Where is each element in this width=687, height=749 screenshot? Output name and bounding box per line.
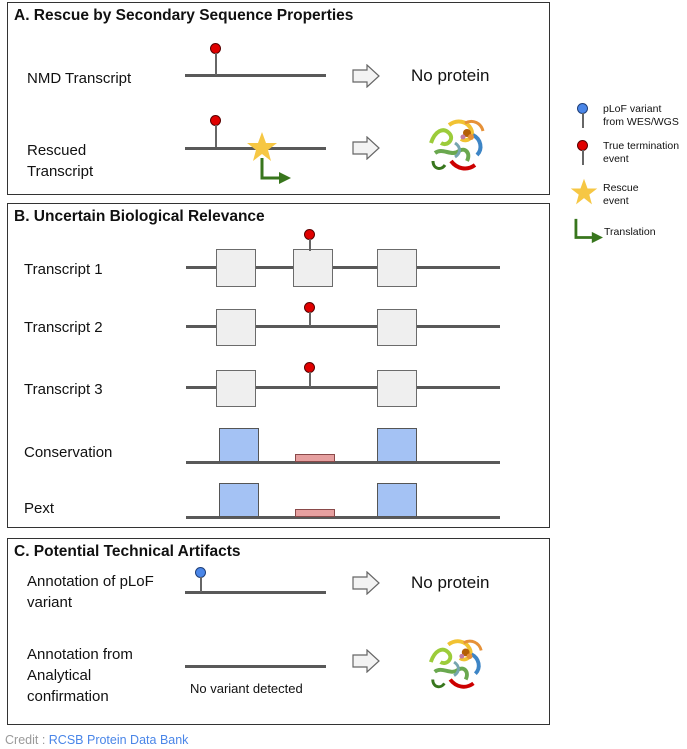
no-protein-result: No protein (411, 66, 490, 85)
legend-plof-variant: pLoF variant from WES/WGS (603, 103, 679, 128)
star-icon (247, 132, 277, 161)
right-arrow-icon (352, 136, 380, 160)
pext-block-1 (219, 483, 259, 517)
exon-1 (216, 309, 256, 346)
panel-a-title: A. Rescue by Secondary Sequence Properti… (14, 7, 354, 24)
pext-label: Pext (24, 500, 55, 517)
pLoF-annotation-line (185, 591, 326, 594)
no-protein-result: No protein (411, 573, 490, 592)
conservation-block-3 (377, 428, 417, 462)
transcript-3-label: Transcript 3 (24, 381, 103, 398)
legend-translation: Translation (604, 226, 656, 238)
pext-block-3 (377, 483, 417, 517)
legend-true-termination: True termination event (603, 140, 680, 165)
protein-structure-image (428, 639, 483, 689)
right-arrow-icon (352, 571, 380, 595)
panel-b: B. Uncertain Biological Relevance Transc… (7, 203, 550, 528)
right-arrow-icon (352, 649, 380, 673)
analytical-confirmation-line (185, 665, 326, 668)
translation-arrow-icon (260, 158, 291, 184)
conservation-line (186, 461, 500, 464)
transcript-3-line (186, 386, 500, 389)
nmd-transcript-line (185, 74, 326, 77)
exon-3 (377, 309, 417, 346)
transcript-2-line (186, 325, 500, 328)
protein-structure-image (429, 119, 485, 171)
conservation-label: Conservation (24, 444, 113, 461)
panel-c: C. Potential Technical Artifacts Annotat… (7, 538, 550, 725)
rescued-transcript-label: Rescued Transcript (27, 142, 94, 180)
credit-label: Credit : (5, 733, 46, 747)
analytical-confirmation-label: Annotation from Analytical confirmation (27, 646, 133, 705)
panel-c-title: C. Potential Technical Artifacts (14, 543, 241, 560)
nmd-transcript-label: NMD Transcript (27, 70, 132, 87)
exon-2 (293, 249, 333, 287)
transcript-2-label: Transcript 2 (24, 319, 103, 336)
exon-3 (377, 249, 417, 287)
legend-rescue-event: Rescue event (603, 182, 639, 207)
transcript-1-line (186, 266, 500, 269)
no-variant-note: No variant detected (190, 681, 303, 696)
star-icon (570, 178, 598, 205)
image-credit: Credit : RCSB Protein Data Bank (5, 733, 188, 747)
pLoF-annotation-label: Annotation of pLoF variant (27, 573, 154, 611)
translation-arrow-icon (574, 218, 603, 244)
panel-b-title: B. Uncertain Biological Relevance (14, 208, 265, 225)
exon-1 (216, 370, 256, 407)
transcript-1-label: Transcript 1 (24, 261, 103, 278)
conservation-block-1 (219, 428, 259, 462)
pext-block-2 (295, 509, 335, 517)
exon-1 (216, 249, 256, 287)
exon-3 (377, 370, 417, 407)
pext-line (186, 516, 500, 519)
right-arrow-icon (352, 64, 380, 88)
conservation-block-2 (295, 454, 335, 462)
credit-source-link[interactable]: RCSB Protein Data Bank (48, 733, 189, 747)
panel-a: A. Rescue by Secondary Sequence Properti… (7, 2, 550, 195)
